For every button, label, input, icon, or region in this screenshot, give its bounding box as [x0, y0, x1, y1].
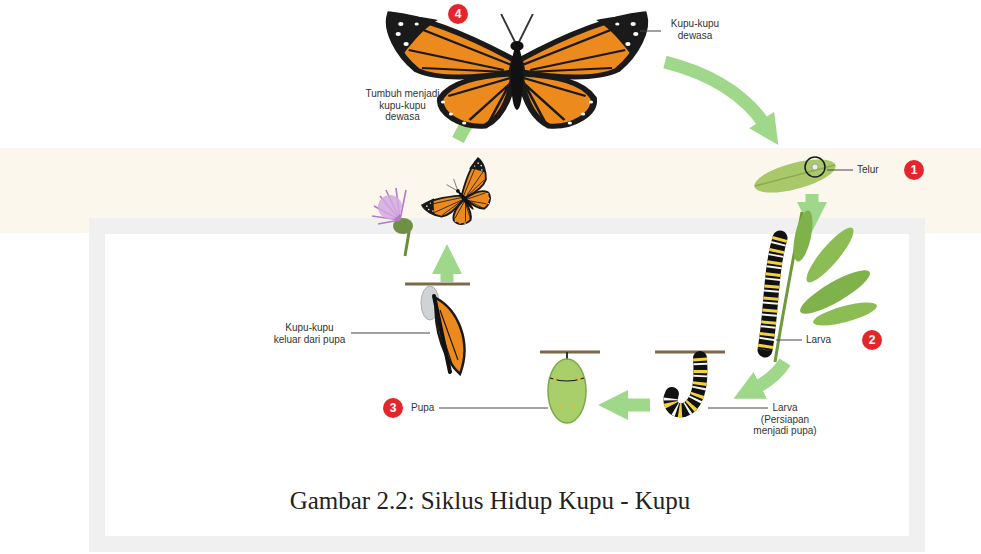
- emerging-butterfly: [405, 284, 470, 374]
- adult-butterfly: [389, 14, 645, 126]
- label-box: Pupa: [411, 402, 441, 414]
- cycle-arrow: [622, 399, 650, 412]
- callout-circle: 2: [862, 330, 882, 350]
- callout-number: 2: [862, 330, 882, 350]
- cycle-arrow: [806, 194, 819, 208]
- label-box: Tumbuh menjadi kupu-kupu dewasa: [364, 88, 441, 123]
- leader-line: [351, 333, 430, 334]
- hanging-larva: [655, 352, 725, 410]
- gold-dot: [577, 377, 581, 381]
- leader-line: [708, 408, 768, 409]
- callout-number: 4: [448, 4, 468, 24]
- watermark: [0, 148, 981, 544]
- pupa-chrysalis: [540, 352, 600, 423]
- label-box: Larva (Persiapan menjadi pupa): [752, 402, 818, 437]
- leader-line: [776, 340, 802, 341]
- gold-dot: [573, 405, 576, 408]
- caterpillar-stripes: [671, 358, 701, 410]
- callout-circle: 3: [383, 398, 403, 418]
- feeding-butterfly: [422, 158, 506, 238]
- butterfly-on-flower: [372, 158, 506, 256]
- butterfly-body: [434, 296, 450, 372]
- leaf: [811, 298, 879, 331]
- leaf: [790, 209, 816, 263]
- chrysalis-band: [550, 378, 584, 381]
- thistle-head: [378, 195, 402, 219]
- stage-label: Kupu-kupu dewasa: [665, 18, 725, 41]
- label-box: Larva: [806, 334, 846, 346]
- label-box: Kupu-kupu dewasa: [665, 18, 725, 41]
- caterpillar: [765, 238, 780, 350]
- gold-dot: [553, 377, 557, 381]
- stage-label: Larva (Persiapan menjadi pupa): [752, 402, 818, 437]
- stage-label: Tumbuh menjadi kupu-kupu dewasa: [364, 88, 441, 123]
- stage-label: Larva: [806, 334, 846, 346]
- callout-circle: 4: [448, 4, 468, 24]
- leader-line: [640, 31, 661, 32]
- watermark-frame: [97, 226, 917, 544]
- thistle-petals: [372, 188, 406, 224]
- branch: [540, 351, 600, 354]
- callout-number: 1: [904, 160, 924, 180]
- leaf-vein: [755, 165, 835, 186]
- egg-ring: [805, 157, 825, 177]
- leader-line: [439, 408, 548, 409]
- label-box: Telur: [857, 164, 897, 176]
- leader-line: [827, 170, 853, 171]
- caterpillar-stripes: [765, 238, 780, 350]
- branch: [405, 283, 470, 286]
- leaf: [751, 153, 839, 200]
- chrysalis: [548, 359, 586, 423]
- leader-lines: [351, 31, 853, 408]
- callout-number: 3: [383, 398, 403, 418]
- egg: [812, 164, 818, 170]
- stage-label: Pupa: [411, 402, 441, 414]
- cycle-arrow: [441, 268, 454, 282]
- cycle-arrow: [665, 62, 765, 125]
- caterpillar-stripes: [671, 358, 701, 410]
- stage-label: Telur: [857, 164, 897, 176]
- caterpillar: [671, 358, 701, 410]
- callout-circle: 1: [904, 160, 924, 180]
- branch: [655, 351, 725, 354]
- gold-dot: [559, 405, 562, 408]
- caterpillar-stripes: [765, 238, 780, 350]
- stage-label: Kupu-kupu keluar dari pupa: [272, 322, 347, 345]
- egg-on-leaf: [751, 153, 839, 200]
- cycle-arrow: [755, 362, 785, 388]
- figure-caption: Gambar 2.2: Siklus Hidup Kupu - Kupu: [290, 486, 691, 516]
- label-box: Kupu-kupu keluar dari pupa: [272, 322, 347, 345]
